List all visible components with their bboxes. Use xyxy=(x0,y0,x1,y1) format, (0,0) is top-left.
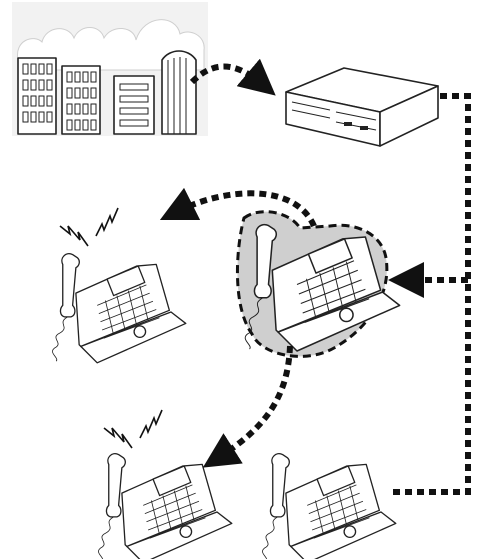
pbx-unit-illustration xyxy=(286,68,438,146)
ringing-phone-bottom-bolts xyxy=(104,410,162,448)
idle-phone-illustration xyxy=(262,454,395,559)
ringing-phone-bottom-illustration xyxy=(98,454,231,559)
link-caller-to-bottom-phone xyxy=(218,346,290,458)
link-pbx-trunk xyxy=(388,96,468,492)
office-buildings-illustration xyxy=(12,2,208,136)
ringing-phone-top-bolts xyxy=(60,208,118,246)
ringing-phone-top-illustration xyxy=(52,254,185,363)
